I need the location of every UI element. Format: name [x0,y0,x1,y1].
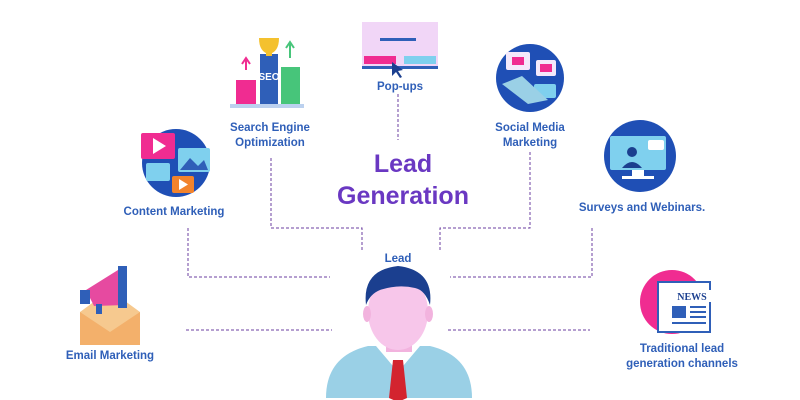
label-popups: Pop-ups [377,81,423,93]
connector-lines [186,94,593,331]
label-content-marketing: Content Marketing [123,206,225,218]
connector-seo [270,158,363,252]
webinar-monitor-icon [604,120,676,192]
center-lead-label: Lead [384,253,412,265]
content-media-icon [141,129,210,197]
label-surveys-webinars: Surveys and Webinars. [578,202,706,214]
label-email-marketing: Email Marketing [65,350,155,362]
title-line-2: Generation [337,182,469,210]
diagram-title: Lead Generation [318,148,488,212]
email-megaphone-icon [80,266,140,345]
seo-podium-icon [230,38,304,108]
social-media-icon [496,44,564,112]
seo-icon-text: SEO [258,72,279,83]
title-line-1: Lead [373,150,433,178]
label-seo: Search Engine Optimization [230,122,310,149]
lead-person-icon [326,266,472,400]
news-icon-text: NEWS [677,292,707,303]
connector-surveys [450,228,593,278]
connector-content [187,228,330,278]
label-traditional: Traditional lead generation channels [626,343,738,370]
newspaper-icon [640,270,718,334]
popup-window-icon [362,22,438,78]
label-social-media: Social Media Marketing [495,122,565,149]
connector-social [439,152,531,252]
